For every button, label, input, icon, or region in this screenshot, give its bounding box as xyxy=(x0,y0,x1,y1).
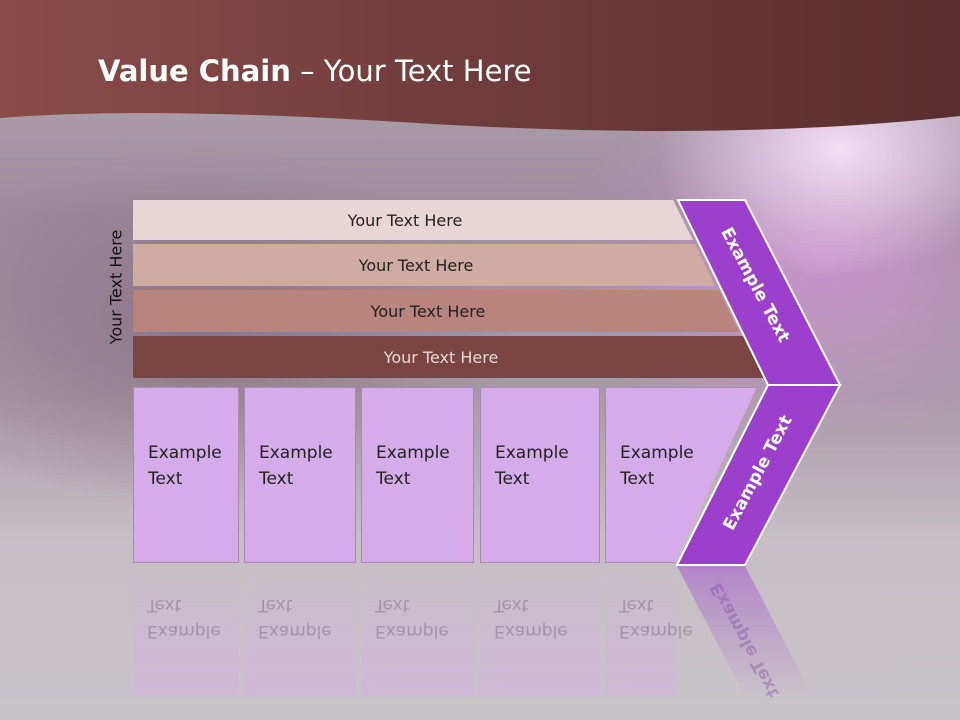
activity-bar-1: Your Text Here xyxy=(133,200,693,240)
chevron-bottom xyxy=(675,384,842,566)
activity-bar-label: Your Text Here xyxy=(347,210,463,230)
activity-bar-label: Your Text Here xyxy=(370,301,486,321)
box-line-2: Text xyxy=(495,469,530,489)
title-bold: Value Chain xyxy=(98,54,291,88)
box-line-2: Text xyxy=(376,469,411,489)
box-line-1: Example xyxy=(259,443,333,463)
header-banner xyxy=(0,0,960,131)
activity-bar-4: Your Text Here xyxy=(133,336,765,378)
title-rest: – Your Text Here xyxy=(290,54,532,88)
box-line-2: Text xyxy=(620,469,655,489)
box-line-1: Example xyxy=(376,443,450,463)
box-line-1: Example xyxy=(495,443,569,463)
box-line-2: Text xyxy=(148,469,183,489)
chevron-reflection xyxy=(677,566,812,695)
activity-bar-2: Your Text Here xyxy=(133,244,715,286)
activity-bar-label: Your Text Here xyxy=(383,347,499,367)
page-title: Value Chain – Your Text Here xyxy=(98,54,532,94)
box-line-1: Example xyxy=(148,443,222,463)
activity-bar-3: Your Text Here xyxy=(133,290,739,332)
box-line-2: Text xyxy=(259,469,294,489)
activity-bar-label: Your Text Here xyxy=(358,255,474,275)
box-line-1: Example xyxy=(620,443,694,463)
